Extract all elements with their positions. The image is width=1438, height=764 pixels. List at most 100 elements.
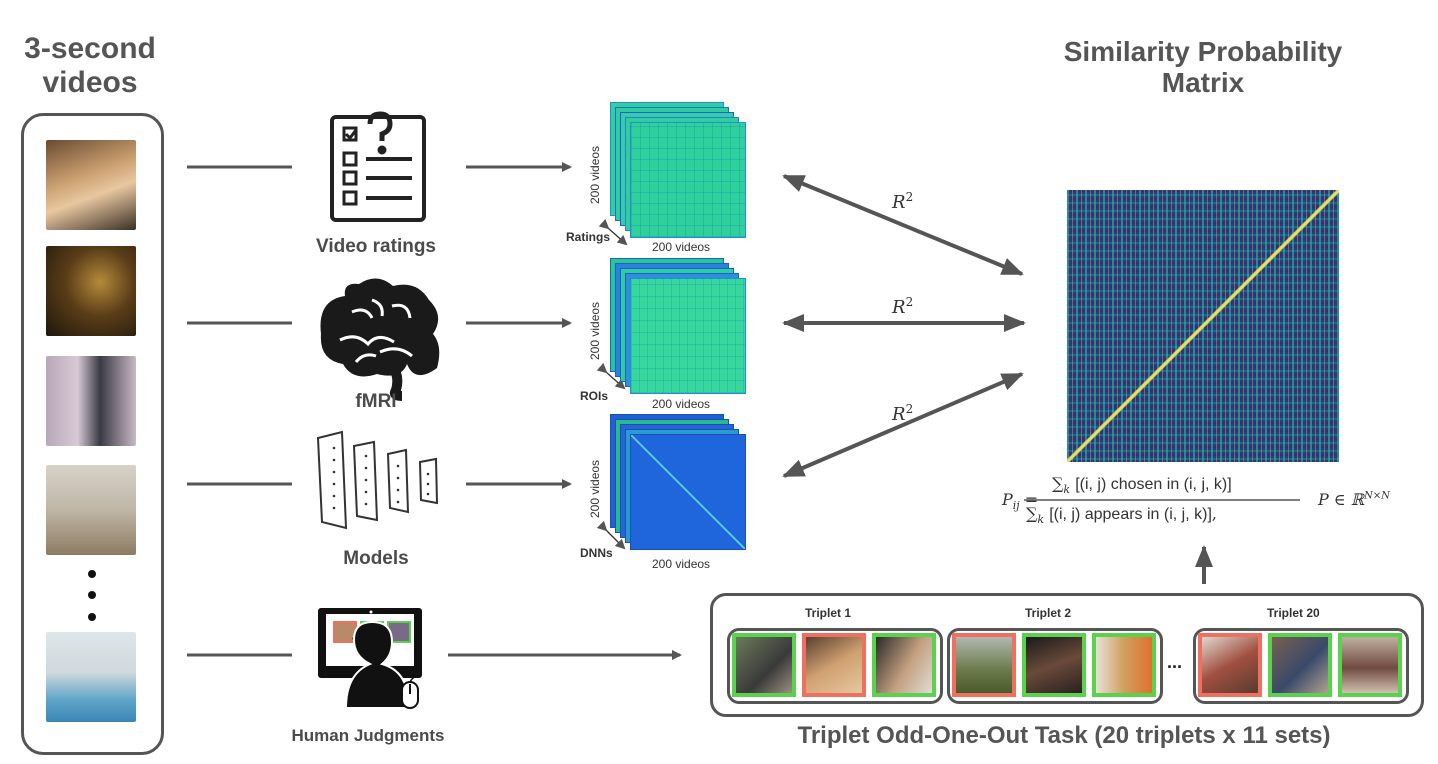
right-title: Similarity Probability Matrix xyxy=(1030,36,1376,99)
matrix-stack-ratings xyxy=(610,102,750,242)
matrix-stack-dnns xyxy=(610,414,750,554)
sum-sub: k xyxy=(1037,513,1045,527)
task-title-text: Triplet Odd-One-Out Task (20 triplets x … xyxy=(797,722,1331,749)
row-label-text: Video ratings xyxy=(315,236,436,257)
triplet-video[interactable] xyxy=(1338,633,1402,697)
triplet-group xyxy=(727,628,943,704)
triplet-label-text: Triplet 1 xyxy=(805,606,852,620)
matrix-y-label: 200 videos xyxy=(588,302,602,360)
r2-arrow xyxy=(782,372,1024,478)
r2-exponent: 2 xyxy=(905,295,914,309)
formula-rhs: P ∈ ℝN×N xyxy=(1318,490,1390,509)
formula-lhs-sub: ij xyxy=(1012,499,1020,513)
neuron-dots xyxy=(332,446,430,510)
r2-exponent: 2 xyxy=(905,190,914,204)
matrix-x-label: 200 videos xyxy=(652,240,710,254)
video-thumbnail[interactable] xyxy=(46,140,136,230)
numerator-text: [(i, j) chosen in (i, j, k)] xyxy=(1075,476,1232,493)
row-label-text: fMRI xyxy=(355,391,397,412)
sum-sub: k xyxy=(1063,483,1071,497)
triplet-label-text: Triplet 20 xyxy=(1267,606,1320,620)
stack-label-rois: ROIs xyxy=(580,389,608,403)
right-title-text: Similarity Probability Matrix xyxy=(1063,36,1343,99)
matrix-stack-rois xyxy=(610,258,750,398)
row-label-text: Human Judgments xyxy=(291,726,445,745)
triplet-ellipsis: ... xyxy=(1167,652,1182,673)
row-label-models: Models xyxy=(300,548,452,570)
matrix-layer xyxy=(630,122,746,238)
r2-label: R2 xyxy=(892,295,913,318)
axis-label-text: 200 videos xyxy=(588,301,602,360)
matrix-y-label: 200 videos xyxy=(588,146,602,204)
formula-lhs-text: P xyxy=(1002,490,1013,509)
triplet-label: Triplet 1 xyxy=(805,606,851,620)
triplet-video[interactable] xyxy=(1022,633,1086,697)
row-label-human-judgments: Human Judgments xyxy=(268,726,468,746)
triplet-video[interactable] xyxy=(1268,633,1332,697)
triplet-video-odd[interactable] xyxy=(1198,633,1262,697)
matrix-x-label: 200 videos xyxy=(652,397,710,411)
matrix-x-label: 200 videos xyxy=(652,557,710,571)
video-thumbnail[interactable] xyxy=(46,632,136,722)
video-thumbnail[interactable] xyxy=(46,246,136,336)
formula-rhs-text: P ∈ ℝ xyxy=(1318,490,1365,509)
left-title-text: 3-second videos xyxy=(24,32,156,99)
video-thumbnail[interactable] xyxy=(46,356,136,446)
human-computer-icon xyxy=(318,608,422,709)
depth-arrow xyxy=(596,520,626,550)
stack-label-text: ROIs xyxy=(580,389,609,403)
stack-label-dnns: DNNs xyxy=(580,546,613,560)
brain-icon xyxy=(320,278,440,401)
task-title: Triplet Odd-One-Out Task (20 triplets x … xyxy=(710,722,1418,750)
left-title: 3-second videos xyxy=(10,32,170,99)
ellipsis-dot xyxy=(88,613,96,621)
depth-arrow xyxy=(598,218,628,246)
stack-label-text: Ratings xyxy=(566,230,611,244)
formula-numerator: ∑k [(i, j) chosen in (i, j, k)] xyxy=(1052,474,1232,497)
triplet-video[interactable] xyxy=(872,633,936,697)
ellipsis-text: ... xyxy=(1167,652,1183,672)
r2-letter: R xyxy=(892,297,906,318)
video-column xyxy=(21,113,164,755)
axis-label-text: 200 videos xyxy=(588,459,602,518)
row-label-text: Models xyxy=(343,548,409,569)
row-label-fmri: fMRI xyxy=(300,391,452,413)
formula-lhs: Pij = xyxy=(1002,490,1039,513)
triplet-label: Triplet 20 xyxy=(1267,606,1320,620)
axis-label-text: 200 videos xyxy=(652,397,711,411)
formula-denominator: ∑k [(i, j) appears in (i, j, k)], xyxy=(1026,504,1217,527)
r2-arrow xyxy=(782,174,1024,276)
matrix-layer xyxy=(630,278,746,394)
row-label-video-ratings: Video ratings xyxy=(300,236,452,258)
triplet-video[interactable] xyxy=(732,633,796,697)
similarity-matrix xyxy=(1067,190,1339,462)
matrix-y-label: 200 videos xyxy=(588,460,602,518)
r2-exponent: 2 xyxy=(905,402,914,416)
video-thumbnail[interactable] xyxy=(46,465,136,555)
r2-label: R2 xyxy=(892,402,913,425)
ellipsis-dot xyxy=(88,570,96,578)
depth-arrow xyxy=(596,362,626,390)
ellipsis-dot xyxy=(88,591,96,599)
matrix-layer xyxy=(630,434,746,550)
neural-network-icon xyxy=(316,430,439,530)
triplet-video[interactable] xyxy=(1092,633,1156,697)
triplet-video-odd[interactable] xyxy=(802,633,866,697)
r2-label: R2 xyxy=(892,190,913,213)
r2-letter: R xyxy=(892,404,906,425)
triplet-group xyxy=(1193,628,1409,704)
formula: Pij = ∑k [(i, j) chosen in (i, j, k)] ∑k… xyxy=(988,470,1408,530)
r2-letter: R xyxy=(892,192,906,213)
axis-label-text: 200 videos xyxy=(652,240,711,254)
triplet-group xyxy=(947,628,1163,704)
checklist-icon xyxy=(330,111,426,222)
triplet-label: Triplet 2 xyxy=(1025,606,1071,620)
denominator-text: [(i, j) appears in (i, j, k)] xyxy=(1049,506,1212,523)
stack-label-ratings: Ratings xyxy=(566,230,610,244)
triplet-label-text: Triplet 2 xyxy=(1025,606,1072,620)
axis-label-text: 200 videos xyxy=(588,145,602,204)
triplet-task-box: Triplet 1 Triplet 2 Triplet 20 ... xyxy=(710,593,1424,717)
triplet-video-odd[interactable] xyxy=(952,633,1016,697)
stack-label-text: DNNs xyxy=(580,546,613,560)
